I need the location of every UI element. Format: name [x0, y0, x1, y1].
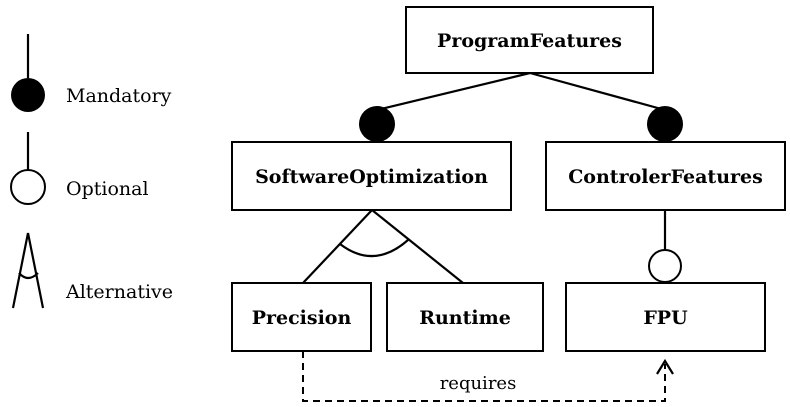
edge-program-to-software — [376, 71, 531, 112]
legend-optional-icon — [10, 169, 46, 205]
legend-mandatory-icon — [11, 78, 45, 112]
node-fpu: FPU — [565, 282, 766, 352]
node-software-optimization: SoftwareOptimization — [231, 141, 512, 211]
svg-text:SoftwareOptimization: SoftwareOptimization — [255, 166, 488, 188]
requires-label: requires — [440, 373, 517, 394]
node-controler-features: ControlerFeatures — [545, 141, 786, 211]
legend-alternative-arc — [18, 272, 39, 280]
legend-alternative-label: Alternative — [65, 281, 173, 303]
node-precision: Precision — [231, 282, 372, 352]
svg-text:ControlerFeatures: ControlerFeatures — [568, 166, 763, 188]
node-program-features: ProgramFeatures — [405, 6, 654, 74]
svg-text:Precision: Precision — [252, 307, 352, 329]
mandatory-icon-software — [359, 106, 395, 142]
optional-icon-fpu — [648, 249, 682, 283]
edge-program-to-controler — [529, 71, 666, 112]
legend-mandatory-label: Mandatory — [66, 85, 172, 107]
connectors: requires — [302, 71, 683, 402]
alternative-arc — [339, 239, 409, 258]
legend-alternative-lines — [11, 232, 45, 309]
legend: Mandatory Optional Alternative — [10, 34, 173, 309]
requires-arrowhead — [656, 358, 674, 375]
svg-text:FPU: FPU — [643, 307, 688, 329]
legend-optional-label: Optional — [66, 178, 149, 200]
svg-text:ProgramFeatures: ProgramFeatures — [437, 30, 622, 52]
mandatory-icon-controler — [647, 106, 683, 142]
edge-software-to-precision — [302, 209, 373, 284]
requires-edge — [302, 351, 666, 402]
node-runtime: Runtime — [386, 282, 544, 352]
svg-text:Runtime: Runtime — [419, 307, 511, 329]
edge-software-to-runtime — [371, 209, 464, 284]
